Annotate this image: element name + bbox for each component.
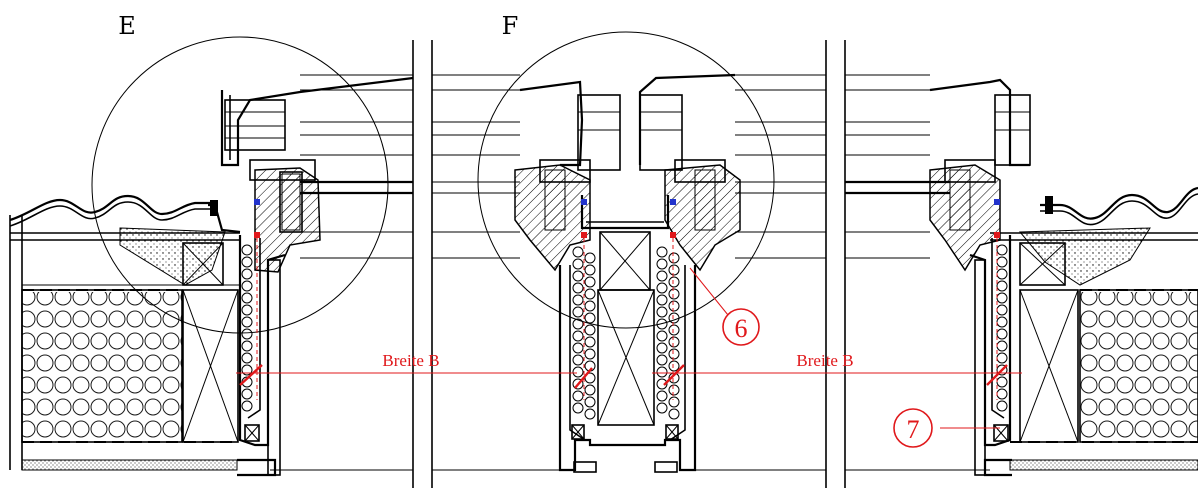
callout-7-label: 7	[907, 415, 920, 444]
section-label-e: E	[118, 12, 136, 40]
dimension-label-right: Breite B	[796, 351, 853, 370]
section-label-f: F	[502, 12, 519, 40]
detail-circle-f	[477, 31, 775, 329]
left-roof-assembly	[9, 76, 414, 477]
dimension-label-left: Breite B	[382, 351, 439, 370]
frame-lines	[270, 74, 990, 471]
callout-6-label: 6	[735, 314, 748, 343]
callout-circle-7: 7	[893, 408, 933, 448]
callout-leaders	[689, 267, 1000, 429]
right-roof-assembly	[845, 78, 1198, 477]
callout-circle-6: 6	[722, 308, 760, 346]
center-roof-assembly	[514, 73, 741, 473]
